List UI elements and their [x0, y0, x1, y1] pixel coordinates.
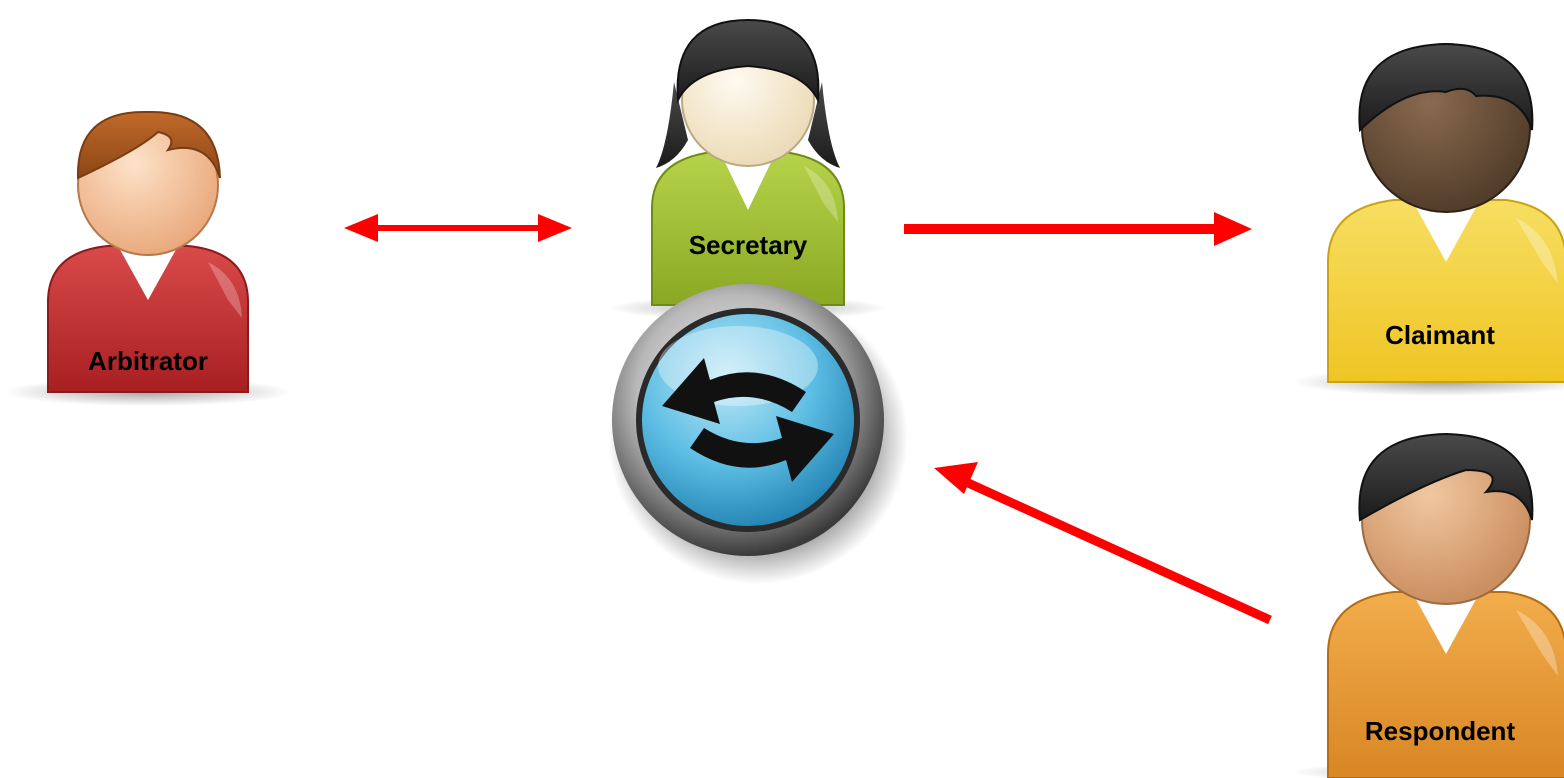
arrow-respondent-hub — [934, 462, 1272, 625]
arrow-secretary-claimant — [904, 212, 1252, 246]
secretary-label: Secretary — [689, 230, 808, 260]
arrow-arbitrator-secretary — [344, 214, 572, 242]
arbitrator-label: Arbitrator — [88, 346, 208, 376]
claimant-figure — [1292, 42, 1564, 396]
sync-hub[interactable] — [608, 284, 908, 584]
sync-icon — [662, 358, 834, 482]
respondent-label: Respondent — [1365, 716, 1516, 746]
secretary-figure — [608, 18, 888, 320]
arbitrator-figure — [3, 110, 293, 406]
claimant-label: Claimant — [1385, 320, 1495, 350]
respondent-figure — [1292, 432, 1564, 778]
